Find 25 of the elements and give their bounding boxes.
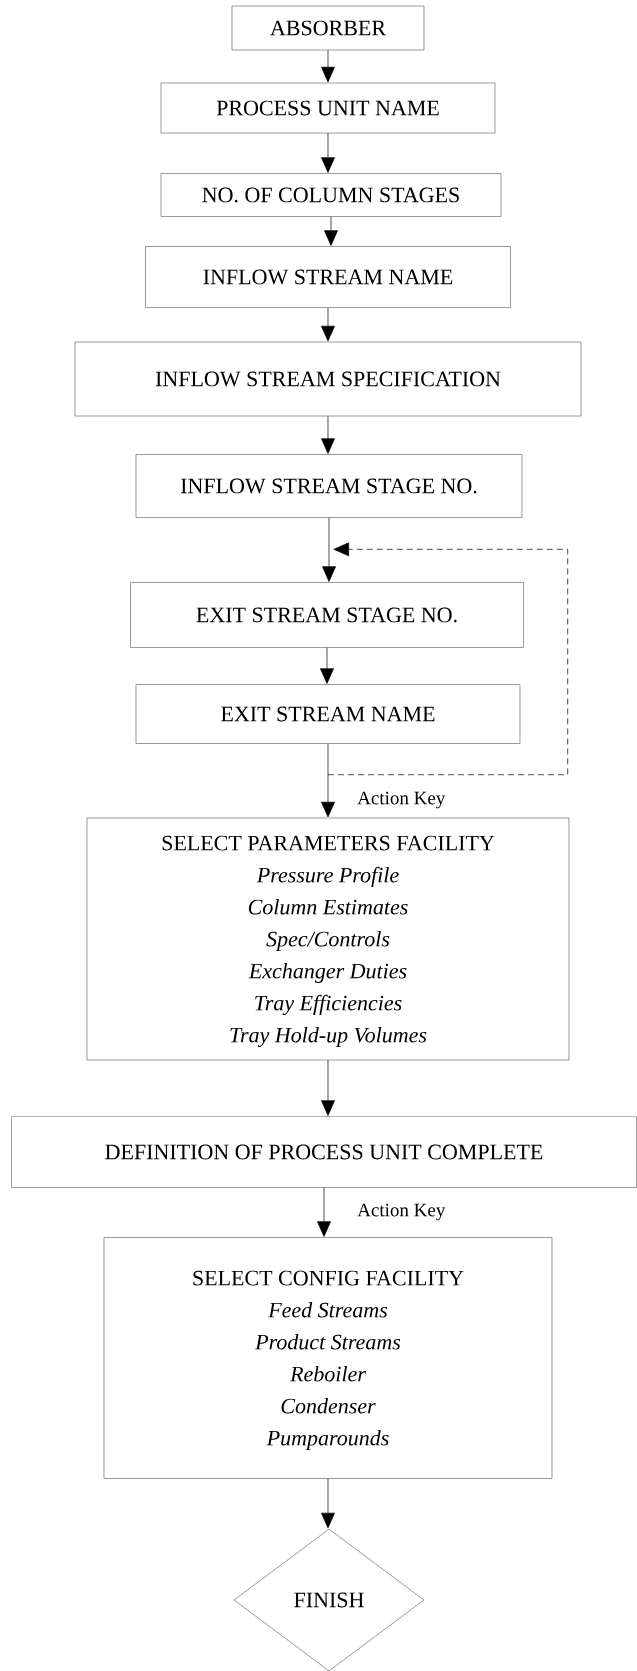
arrow [321,1059,335,1116]
edge-label: Action Key [356,790,447,810]
arrow [320,647,334,684]
arrow [324,216,338,246]
process-box: EXIT STREAM NAME [135,684,521,744]
process-box: DEFINITION OF PROCESS UNIT COMPLETE [11,1116,637,1188]
process-box: INFLOW STREAM SPECIFICATION [74,341,582,417]
arrow [321,49,335,83]
arrow [321,132,335,173]
process-box: ABSORBER [231,5,425,51]
process-box: EXIT STREAM STAGE NO. [130,582,524,648]
arrow [321,1478,335,1529]
arrow [321,743,335,818]
process-box: SELECT PARAMETERS FACILITY Pressure Profile Column Estimates Spec/Controls Exchanger Duties Tray Efficiencies Tray Hold-up Volumes [86,817,570,1061]
process-box: NO. OF COLUMN STAGES [160,173,502,217]
arrow [317,1187,331,1237]
arrow [321,307,335,342]
edge-label: Action Key [356,1202,447,1222]
arrow [322,517,336,582]
dashed-feedback-arrow [327,542,569,776]
process-box: INFLOW STREAM STAGE NO. [135,454,523,518]
process-box: SELECT CONFIG FACILITY Feed Streams Product Streams Reboiler Condenser Pumparounds [103,1237,553,1479]
process-box: INFLOW STREAM NAME [145,246,511,308]
process-box: PROCESS UNIT NAME [160,82,496,134]
arrow [321,415,335,454]
